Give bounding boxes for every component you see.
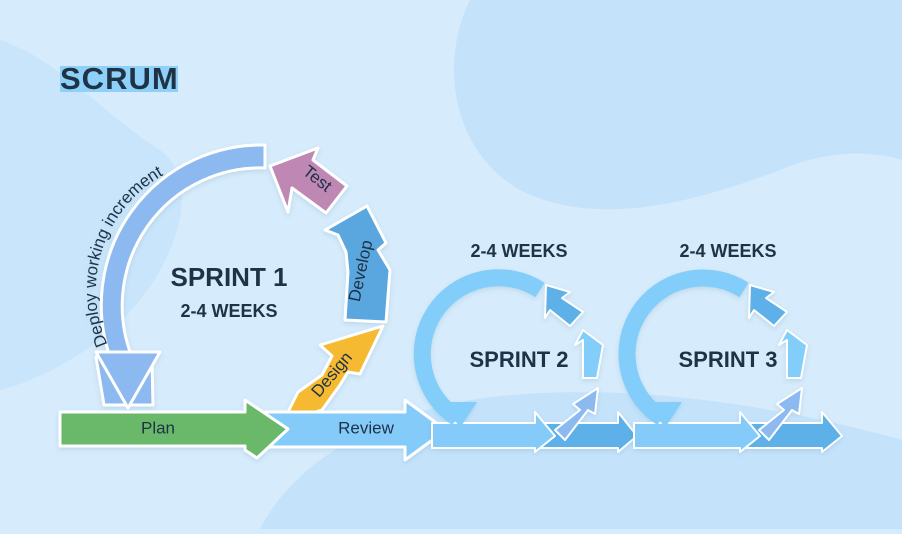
sprint3-ring xyxy=(618,269,749,426)
sprint3-cycle xyxy=(618,269,843,453)
sprint3-duration: 2-4 WEEKS xyxy=(679,241,776,261)
plan-arrow: Plan xyxy=(58,398,290,460)
sprint1-label: SPRINT 1 xyxy=(170,262,287,292)
title-highlight xyxy=(60,66,178,92)
sprint2-step-arrow-1 xyxy=(544,284,584,327)
sprint2-label: SPRINT 2 xyxy=(469,347,568,372)
sprint3-flow-arrow-light xyxy=(633,411,761,453)
sprint2-ring-arrowhead xyxy=(443,402,477,428)
sprint2-step-arrow-2 xyxy=(574,329,604,379)
sprint2-cycle xyxy=(413,269,638,453)
sprint2-step-arrow-3 xyxy=(554,387,599,441)
review-arrow: Review xyxy=(263,398,448,462)
sprint2-ring xyxy=(413,269,545,426)
sprint3-label: SPRINT 3 xyxy=(678,347,777,372)
sprint3-step-arrow-2 xyxy=(778,329,808,379)
sprint3-ring-arrowhead xyxy=(648,402,682,428)
develop-arrow: Develop xyxy=(323,204,392,324)
plan-label: Plan xyxy=(141,418,175,437)
title-text: SCRUM xyxy=(60,61,179,96)
sprint2-duration: 2-4 WEEKS xyxy=(470,241,567,261)
review-label: Review xyxy=(338,418,394,437)
title-block: SCRUM xyxy=(60,61,179,96)
sprint2-flow-arrow-light xyxy=(431,411,556,453)
sprint3-step-arrow-3 xyxy=(758,387,803,441)
sprint1-duration: 2-4 WEEKS xyxy=(180,301,277,321)
sprint3-step-arrow-1 xyxy=(748,284,788,327)
